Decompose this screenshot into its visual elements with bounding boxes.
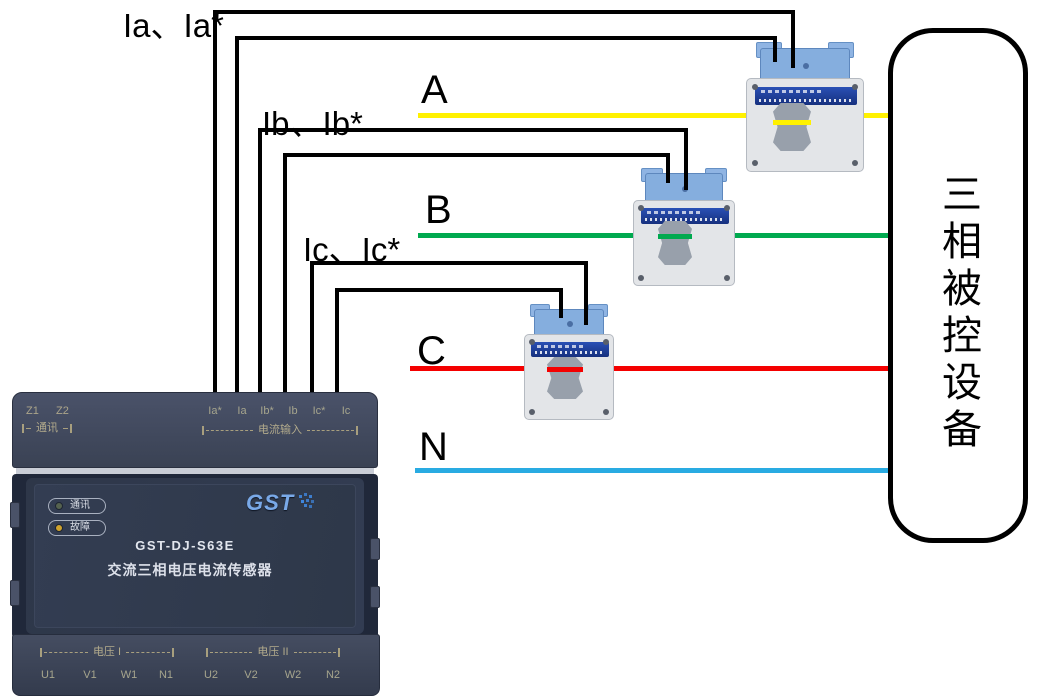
wire-ia-drop bbox=[773, 36, 777, 62]
terminal-ib: Ib bbox=[288, 405, 298, 417]
terminal-n2: N2 bbox=[325, 669, 341, 681]
ct-a-rating-label bbox=[755, 87, 857, 105]
ct-b-window bbox=[658, 221, 692, 265]
three-phase-load-box: 三相被控设备 bbox=[888, 28, 1028, 543]
wire-ib-star-vertical bbox=[258, 128, 262, 392]
gst-logo-fan-icon bbox=[299, 493, 315, 508]
wire-ia-star-horizontal bbox=[213, 10, 795, 14]
ct-c-window bbox=[547, 357, 583, 399]
ct-a-body bbox=[746, 78, 864, 172]
gst-brand-text: GST bbox=[246, 490, 295, 515]
wire-ic-star-vertical bbox=[310, 261, 314, 392]
current-transformer-b bbox=[633, 168, 735, 286]
current-transformer-c bbox=[524, 304, 614, 420]
comm-led-label: 通讯 bbox=[70, 500, 90, 511]
phase-line-c bbox=[410, 366, 892, 371]
device-label-panel bbox=[34, 484, 356, 628]
phase-a-through-ct bbox=[773, 120, 811, 125]
fault-led-indicator: 故障 bbox=[48, 520, 106, 536]
wire-ia-vertical bbox=[235, 36, 239, 392]
load-box-label: 三相被控设备 bbox=[936, 173, 980, 455]
comm-group-bracket: 通讯 bbox=[22, 422, 72, 434]
device-seam bbox=[16, 468, 374, 476]
voltage1-label: 电压 I bbox=[92, 645, 122, 658]
ct-a-window bbox=[773, 103, 811, 151]
terminal-w1: W1 bbox=[120, 669, 138, 681]
terminal-w2: W2 bbox=[284, 669, 302, 681]
terminal-ib-star: Ib* bbox=[260, 405, 274, 417]
comm-group-label: 通讯 bbox=[36, 421, 58, 434]
voltage2-label: 电压 II bbox=[257, 645, 289, 658]
terminal-u2: U2 bbox=[203, 669, 219, 681]
current-transformer-a bbox=[746, 42, 864, 172]
terminal-ia-star: Ia* bbox=[208, 405, 222, 417]
wire-ib-horizontal bbox=[283, 153, 670, 157]
device-model: GST-DJ-S63E bbox=[135, 538, 235, 553]
wire-ic-star-drop bbox=[584, 261, 588, 325]
phase-b-through-ct bbox=[658, 234, 692, 239]
terminal-z2: Z2 bbox=[56, 405, 69, 417]
wire-ib-star-horizontal bbox=[258, 128, 688, 132]
phase-line-n bbox=[415, 468, 892, 473]
gst-brand-logo: GST bbox=[246, 492, 316, 514]
wire-ib-drop bbox=[666, 153, 670, 183]
wire-ia-star-drop bbox=[791, 10, 795, 68]
wire-ic-horizontal bbox=[335, 288, 563, 292]
terminal-v1: V1 bbox=[83, 669, 97, 681]
din-clip bbox=[10, 580, 20, 606]
din-clip bbox=[10, 502, 20, 528]
current-input-label: 电流输入 bbox=[258, 423, 302, 436]
wire-ic-drop bbox=[559, 288, 563, 318]
voltage1-bracket: 电压 I bbox=[40, 646, 174, 658]
device-product-name: 交流三相电压电流传感器 bbox=[107, 562, 273, 578]
wire-ia-horizontal bbox=[235, 36, 777, 40]
voltage2-bracket: 电压 II bbox=[206, 645, 341, 658]
terminal-z1: Z1 bbox=[26, 405, 39, 417]
gst-sensor-device: Z1 Z2 通讯 Ia* Ia Ib* Ib Ic* Ic 电流输入 通讯 bbox=[10, 390, 380, 696]
wire-ib-vertical bbox=[283, 153, 287, 392]
din-clip bbox=[370, 538, 380, 560]
wire-pair-label-ia: Ia、Ia* bbox=[123, 7, 224, 44]
ct-c-body bbox=[524, 334, 614, 420]
din-clip bbox=[370, 586, 380, 608]
phase-label-a: A bbox=[421, 68, 448, 112]
fault-led-dot bbox=[55, 524, 63, 532]
comm-led-dot bbox=[55, 502, 63, 510]
phase-label-n: N bbox=[419, 425, 448, 469]
terminal-ic-star: Ic* bbox=[312, 405, 326, 417]
phase-c-through-ct bbox=[547, 367, 583, 372]
wire-ib-star-drop bbox=[684, 128, 688, 190]
phase-line-a bbox=[418, 113, 892, 118]
phase-label-c: C bbox=[417, 329, 446, 373]
terminal-n1: N1 bbox=[158, 669, 174, 681]
phase-label-b: B bbox=[425, 188, 452, 232]
wire-ic-vertical bbox=[335, 288, 339, 392]
wire-pair-label-ib: Ib、Ib* bbox=[262, 105, 363, 142]
terminal-u1: U1 bbox=[40, 669, 56, 681]
wire-ia-star-vertical bbox=[213, 10, 217, 392]
current-input-bracket: 电流输入 bbox=[202, 424, 358, 436]
comm-led-indicator: 通讯 bbox=[48, 498, 106, 514]
fault-led-label: 故障 bbox=[70, 522, 90, 533]
terminal-ia: Ia bbox=[237, 405, 247, 417]
wire-ic-star-horizontal bbox=[310, 261, 588, 265]
wire-pair-label-ic: Ic、Ic* bbox=[303, 231, 401, 268]
ct-b-rating-label bbox=[641, 208, 729, 224]
terminal-v2: V2 bbox=[244, 669, 258, 681]
ct-b-body bbox=[633, 200, 735, 286]
ct-c-rating-label bbox=[531, 342, 609, 357]
device-bottom-terminal-strip bbox=[12, 634, 380, 696]
terminal-ic: Ic bbox=[341, 405, 351, 417]
